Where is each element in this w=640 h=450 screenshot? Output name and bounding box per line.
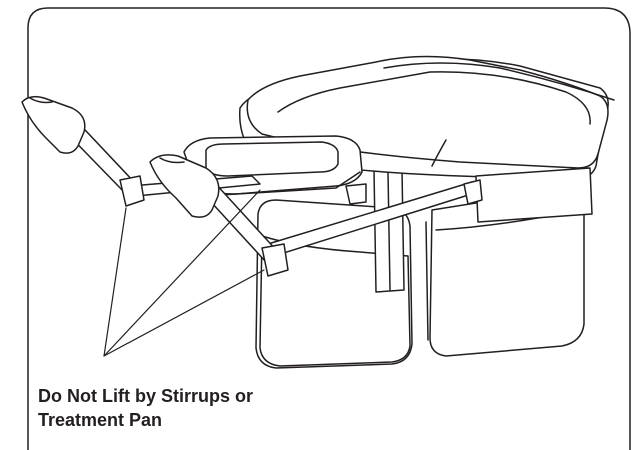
- warning-line-2: Treatment Pan: [38, 410, 163, 430]
- warning-caption: Do Not Lift by Stirrups or Treatment Pan: [38, 384, 368, 432]
- stirrup-left-clamp: [119, 175, 145, 207]
- column-line: [387, 171, 391, 291]
- stirrup-left-cup-rim: [29, 97, 53, 104]
- callout-line-right-stirrup: [103, 269, 265, 357]
- callout-line-treatment-pan: [103, 189, 261, 357]
- stirrup-left-cup: [21, 95, 86, 154]
- headrest-strap: [383, 62, 615, 101]
- treatment-pan-recess: [205, 141, 339, 177]
- rail-end-bracket: [463, 179, 483, 205]
- cushion-inner-line: [277, 71, 591, 125]
- stirrup-right-cup: [149, 154, 220, 218]
- upholstery-crease: [431, 139, 447, 167]
- column-bracket: [345, 183, 367, 205]
- stirrup-right-clamp: [261, 243, 289, 277]
- seat-front-panel: [475, 167, 593, 223]
- cabinet-seam: [425, 221, 429, 341]
- stirrup-right-cup-rim: [159, 157, 185, 164]
- callout-line-left-stirrup: [103, 207, 127, 357]
- warning-line-1: Do Not Lift by Stirrups or: [38, 386, 253, 406]
- panel-border: [27, 7, 631, 450]
